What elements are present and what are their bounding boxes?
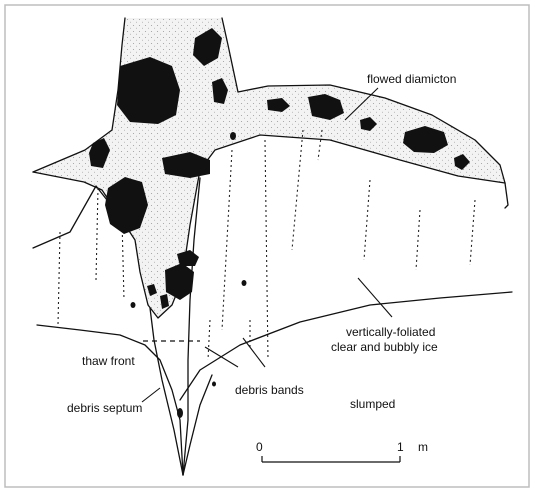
scale-start-label: 0 bbox=[256, 440, 263, 454]
clast bbox=[117, 57, 180, 124]
debris-septum-leader bbox=[142, 388, 160, 402]
label-debris-septum: debris septum bbox=[67, 401, 142, 415]
clast bbox=[242, 280, 247, 286]
clast bbox=[212, 382, 216, 387]
foliation-line bbox=[96, 188, 98, 280]
flowed-diamicton-body bbox=[33, 18, 505, 318]
foliation-line bbox=[416, 210, 420, 270]
foliation-line bbox=[208, 320, 210, 360]
label-slumped: slumped bbox=[350, 397, 395, 411]
clast bbox=[131, 302, 136, 308]
foliation-line bbox=[364, 180, 370, 260]
foliation-line bbox=[470, 200, 475, 265]
label-debris-bands: debris bands bbox=[235, 383, 304, 397]
scale-end-label: 1 bbox=[397, 440, 404, 454]
label-foliated-line2: clear and bubbly ice bbox=[331, 340, 438, 354]
foliation-line bbox=[292, 130, 303, 250]
foliation-line bbox=[265, 140, 268, 360]
slump-left-edge bbox=[37, 325, 183, 475]
foliated-ice-leader bbox=[358, 278, 392, 317]
label-flowed-diamicton: flowed diamicton bbox=[367, 72, 456, 86]
debris-bands-leader-right bbox=[243, 338, 265, 367]
foliation-line bbox=[58, 232, 60, 325]
clast bbox=[230, 132, 236, 140]
foliation-line bbox=[222, 150, 232, 330]
scale-unit-label: m bbox=[418, 440, 428, 454]
ice-right-surface bbox=[505, 183, 508, 208]
clast bbox=[177, 408, 183, 418]
label-thaw-front: thaw front bbox=[82, 354, 135, 368]
label-foliated-line1: vertically-foliated bbox=[346, 325, 435, 339]
